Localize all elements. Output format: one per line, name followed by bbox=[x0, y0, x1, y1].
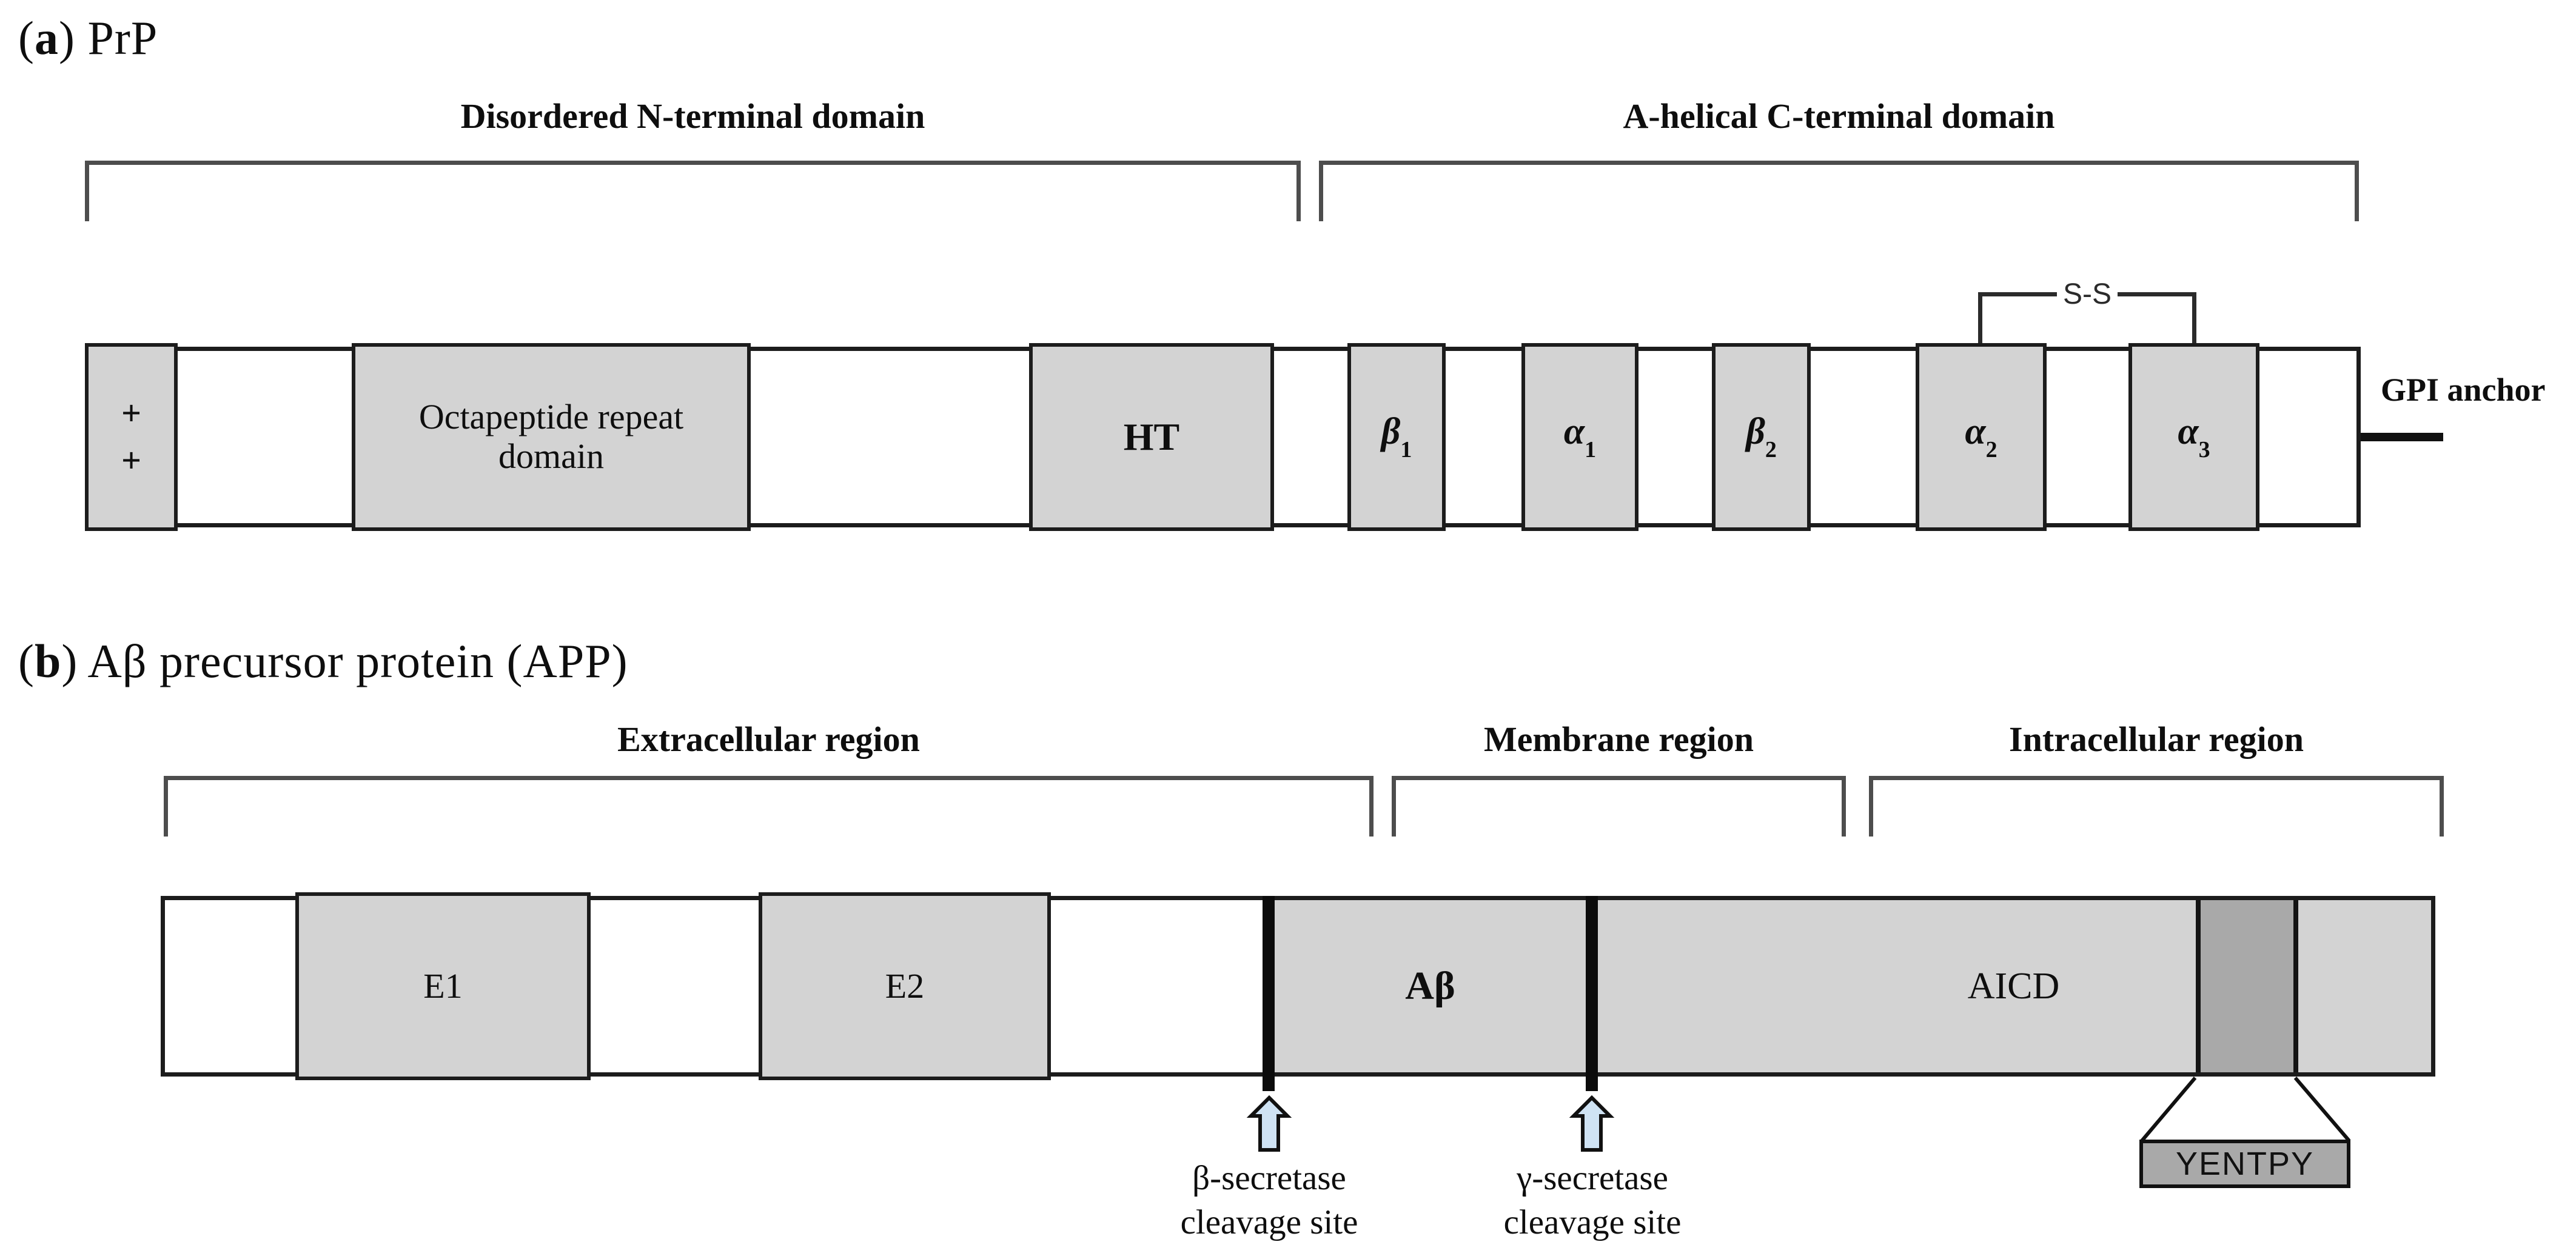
panel-a-label: (a) PrP bbox=[18, 11, 158, 65]
panel-b-label-letter: b bbox=[34, 635, 62, 687]
bracket-c-terminal bbox=[1319, 161, 2359, 221]
yentpy-motif-band bbox=[2196, 900, 2298, 1072]
gpi-anchor-line bbox=[2361, 433, 2443, 441]
bracket-n-terminal bbox=[85, 161, 1301, 221]
disulfide-bracket: S-S bbox=[1978, 278, 2196, 348]
panel-a-label-open: ( bbox=[18, 12, 35, 64]
heading-extracellular-region: Extracellular region bbox=[617, 720, 920, 759]
e1-label: E1 bbox=[423, 966, 463, 1006]
abeta-label: Aβ bbox=[1405, 964, 1455, 1008]
beta2-label: β2 bbox=[1746, 411, 1777, 463]
heading-intracellular-region: Intracellular region bbox=[2009, 720, 2304, 759]
yentpy-motif-box: YENTPY bbox=[2139, 1140, 2350, 1188]
bracket-membrane bbox=[1392, 776, 1846, 837]
yentpy-callout-lines bbox=[2140, 1077, 2351, 1142]
prp-bar: + + Octapeptide repeat domain HT β1 α1 β… bbox=[85, 343, 2361, 531]
beta-secretase-cleavage-line bbox=[1263, 896, 1275, 1091]
octapeptide-label: Octapeptide repeat domain bbox=[418, 397, 684, 476]
beta-secretase-line1: β-secretase bbox=[1192, 1159, 1346, 1197]
domain-alpha3: α3 bbox=[2128, 343, 2259, 531]
gamma-secretase-line2: cleavage site bbox=[1503, 1203, 1682, 1241]
alpha1-label: α1 bbox=[1563, 411, 1597, 463]
domain-charged-region: + + bbox=[85, 343, 178, 531]
alpha3-label: α3 bbox=[2178, 411, 2210, 463]
beta-secretase-arrow-icon bbox=[1246, 1095, 1292, 1152]
alpha2-label: α2 bbox=[1965, 411, 1997, 463]
domain-e1: E1 bbox=[295, 892, 591, 1080]
heading-c-terminal-domain: A-helical C-terminal domain bbox=[1623, 96, 2055, 136]
e2-label: E2 bbox=[885, 966, 925, 1006]
panel-b-label: (b) Aβ precursor protein (APP) bbox=[18, 634, 628, 689]
gamma-secretase-label: γ-secretase cleavage site bbox=[1410, 1157, 1774, 1245]
gpi-anchor-label: GPI anchor bbox=[2381, 372, 2546, 408]
charged-region-label: + + bbox=[121, 393, 142, 480]
aicd-label: AICD bbox=[1967, 965, 2060, 1007]
gamma-secretase-arrow-icon bbox=[1569, 1095, 1615, 1152]
ht-label: HT bbox=[1123, 415, 1180, 459]
beta-secretase-line2: cleavage site bbox=[1180, 1203, 1358, 1241]
panel-b-label-rest: ) Aβ precursor protein (APP) bbox=[61, 635, 628, 687]
domain-ht: HT bbox=[1029, 343, 1274, 531]
disulfide-label: S-S bbox=[2056, 278, 2118, 312]
domain-beta1: β1 bbox=[1347, 343, 1446, 531]
bracket-intracellular bbox=[1869, 776, 2444, 837]
beta-secretase-label: β-secretase cleavage site bbox=[1087, 1157, 1451, 1245]
bracket-extracellular bbox=[164, 776, 1374, 837]
domain-e2: E2 bbox=[759, 892, 1051, 1080]
beta1-label: β1 bbox=[1381, 411, 1412, 463]
domain-octapeptide-repeat: Octapeptide repeat domain bbox=[352, 343, 751, 531]
gamma-secretase-cleavage-line bbox=[1586, 896, 1598, 1091]
heading-n-terminal-domain: Disordered N-terminal domain bbox=[460, 96, 925, 136]
domain-alpha2: α2 bbox=[1916, 343, 2047, 531]
gamma-secretase-line1: γ-secretase bbox=[1517, 1159, 1668, 1197]
panel-b-label-open: ( bbox=[18, 635, 35, 687]
heading-membrane-region: Membrane region bbox=[1483, 720, 1754, 759]
panel-a-label-letter: a bbox=[34, 12, 59, 64]
domain-alpha1: α1 bbox=[1521, 343, 1639, 531]
app-bar: E1 E2 bbox=[161, 892, 2435, 1080]
domain-beta2: β2 bbox=[1712, 343, 1811, 531]
panel-a-label-rest: ) PrP bbox=[58, 12, 158, 64]
